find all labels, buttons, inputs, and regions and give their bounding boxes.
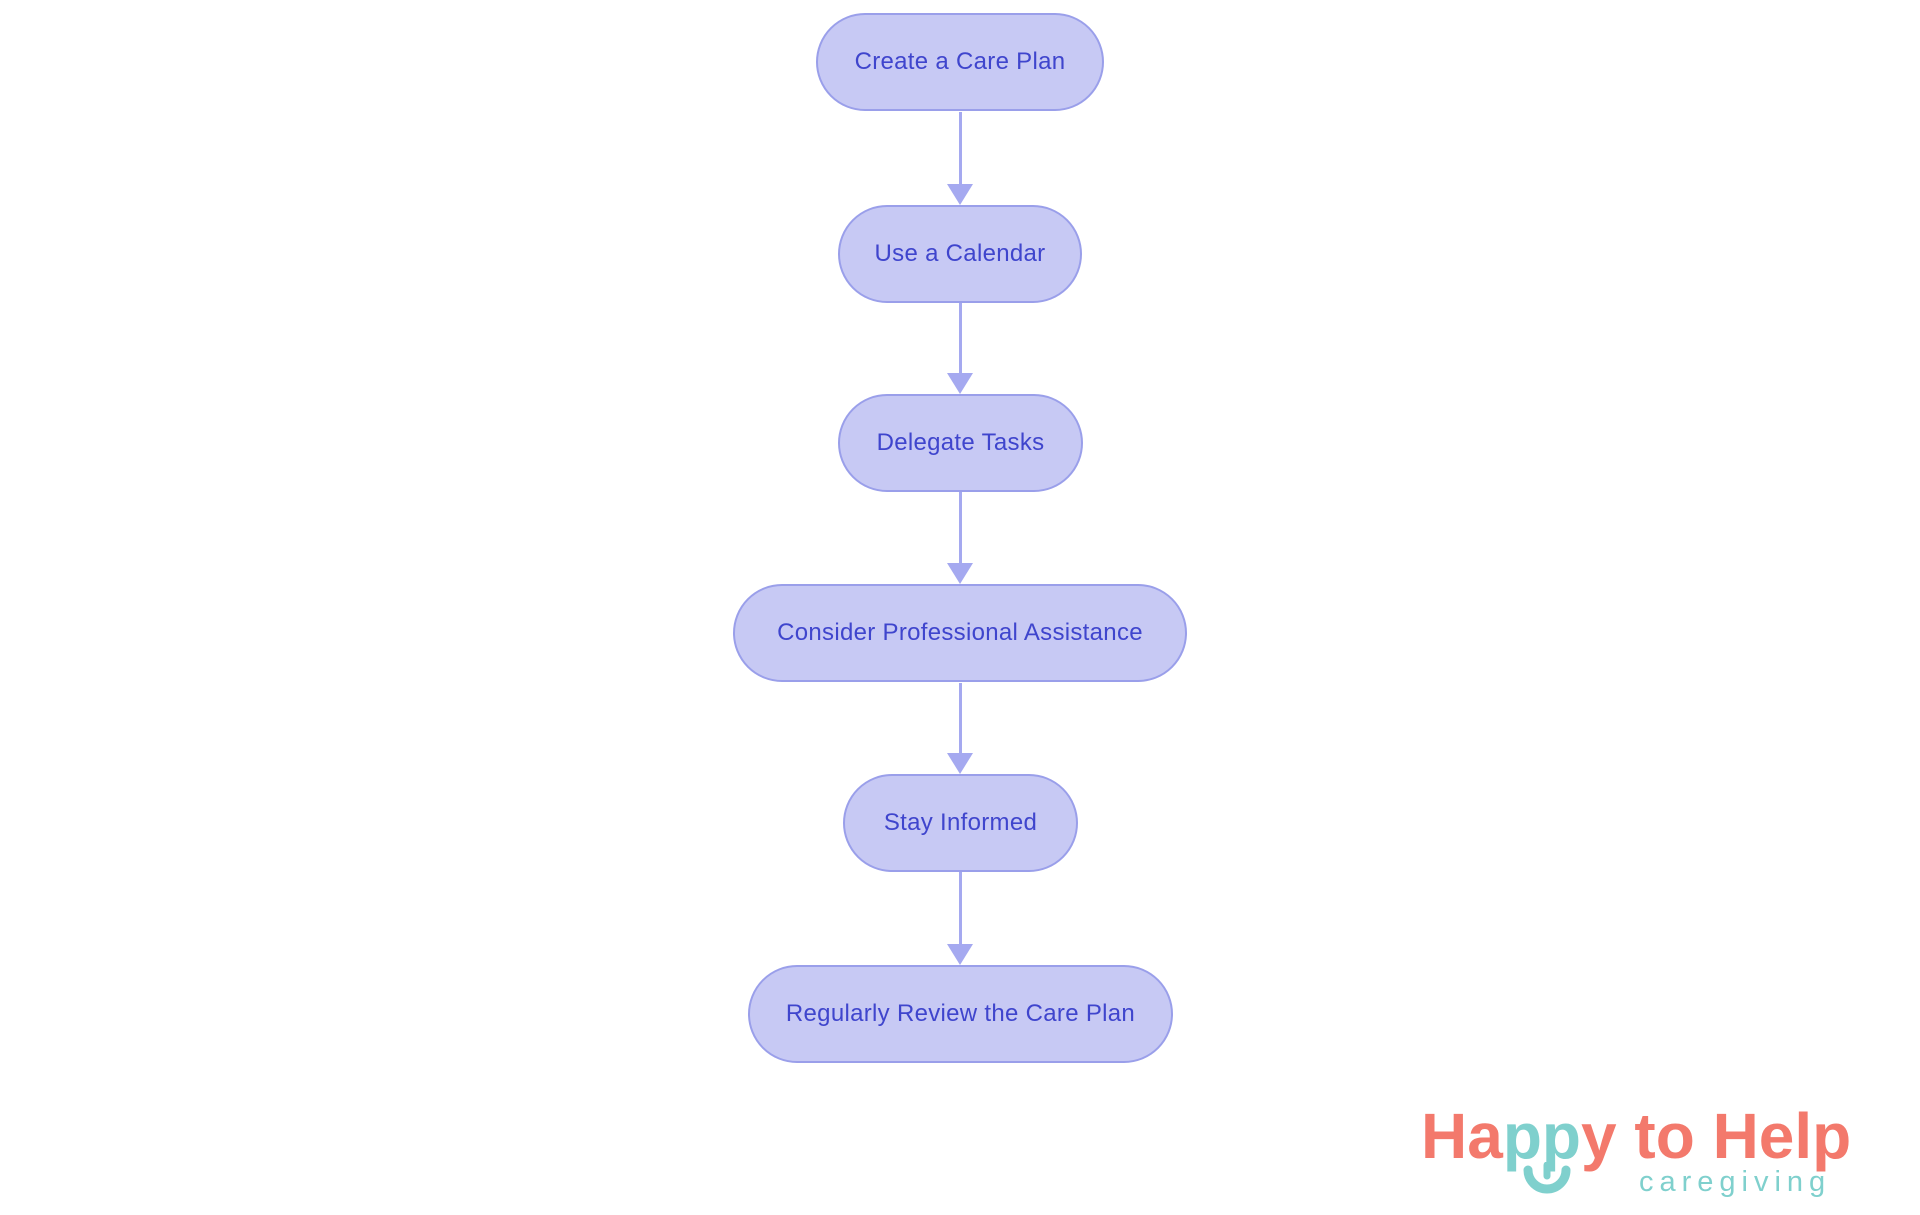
- flow-node-label: Regularly Review the Care Plan: [785, 1000, 1136, 1027]
- flow-node-label: Stay Informed: [883, 809, 1038, 836]
- happy-to-help-logo: Happy to Help caregiving: [1421, 1104, 1891, 1206]
- flow-node-label: Delegate Tasks: [876, 429, 1045, 456]
- flow-node-use-calendar: Use a Calendar: [838, 205, 1082, 303]
- logo-tagline: caregiving: [1639, 1166, 1832, 1198]
- logo-word-part: pp: [1502, 1100, 1581, 1172]
- flow-arrow-2: [947, 303, 973, 394]
- logo-wordmark: Happy to Help: [1421, 1104, 1891, 1168]
- flow-arrow-4: [947, 683, 973, 774]
- arrow-head-icon: [947, 184, 973, 205]
- flow-node-create-care-plan: Create a Care Plan: [816, 13, 1104, 111]
- arrow-head-icon: [947, 753, 973, 774]
- flow-node-review-care-plan: Regularly Review the Care Plan: [748, 965, 1173, 1063]
- flow-node-label: Create a Care Plan: [854, 48, 1066, 75]
- arrow-stem: [958, 303, 962, 373]
- arrow-head-icon: [947, 563, 973, 584]
- arrow-stem: [958, 872, 962, 944]
- flow-arrow-3: [947, 492, 973, 584]
- flow-node-stay-informed: Stay Informed: [843, 774, 1078, 872]
- arrow-stem: [958, 683, 962, 753]
- arrow-stem: [958, 492, 962, 563]
- arrow-head-icon: [947, 373, 973, 394]
- logo-word-part: Ha: [1421, 1100, 1503, 1172]
- arrow-head-icon: [947, 944, 973, 965]
- flow-node-label: Consider Professional Assistance: [777, 619, 1143, 646]
- flow-node-professional-assistance: Consider Professional Assistance: [733, 584, 1187, 682]
- flow-node-label: Use a Calendar: [874, 240, 1046, 267]
- arrow-stem: [958, 112, 962, 184]
- flow-arrow-5: [947, 872, 973, 965]
- logo-word-part: y to Help: [1581, 1100, 1852, 1172]
- smile-icon: [1523, 1162, 1571, 1194]
- flow-arrow-1: [947, 112, 973, 205]
- flow-node-delegate-tasks: Delegate Tasks: [838, 394, 1083, 492]
